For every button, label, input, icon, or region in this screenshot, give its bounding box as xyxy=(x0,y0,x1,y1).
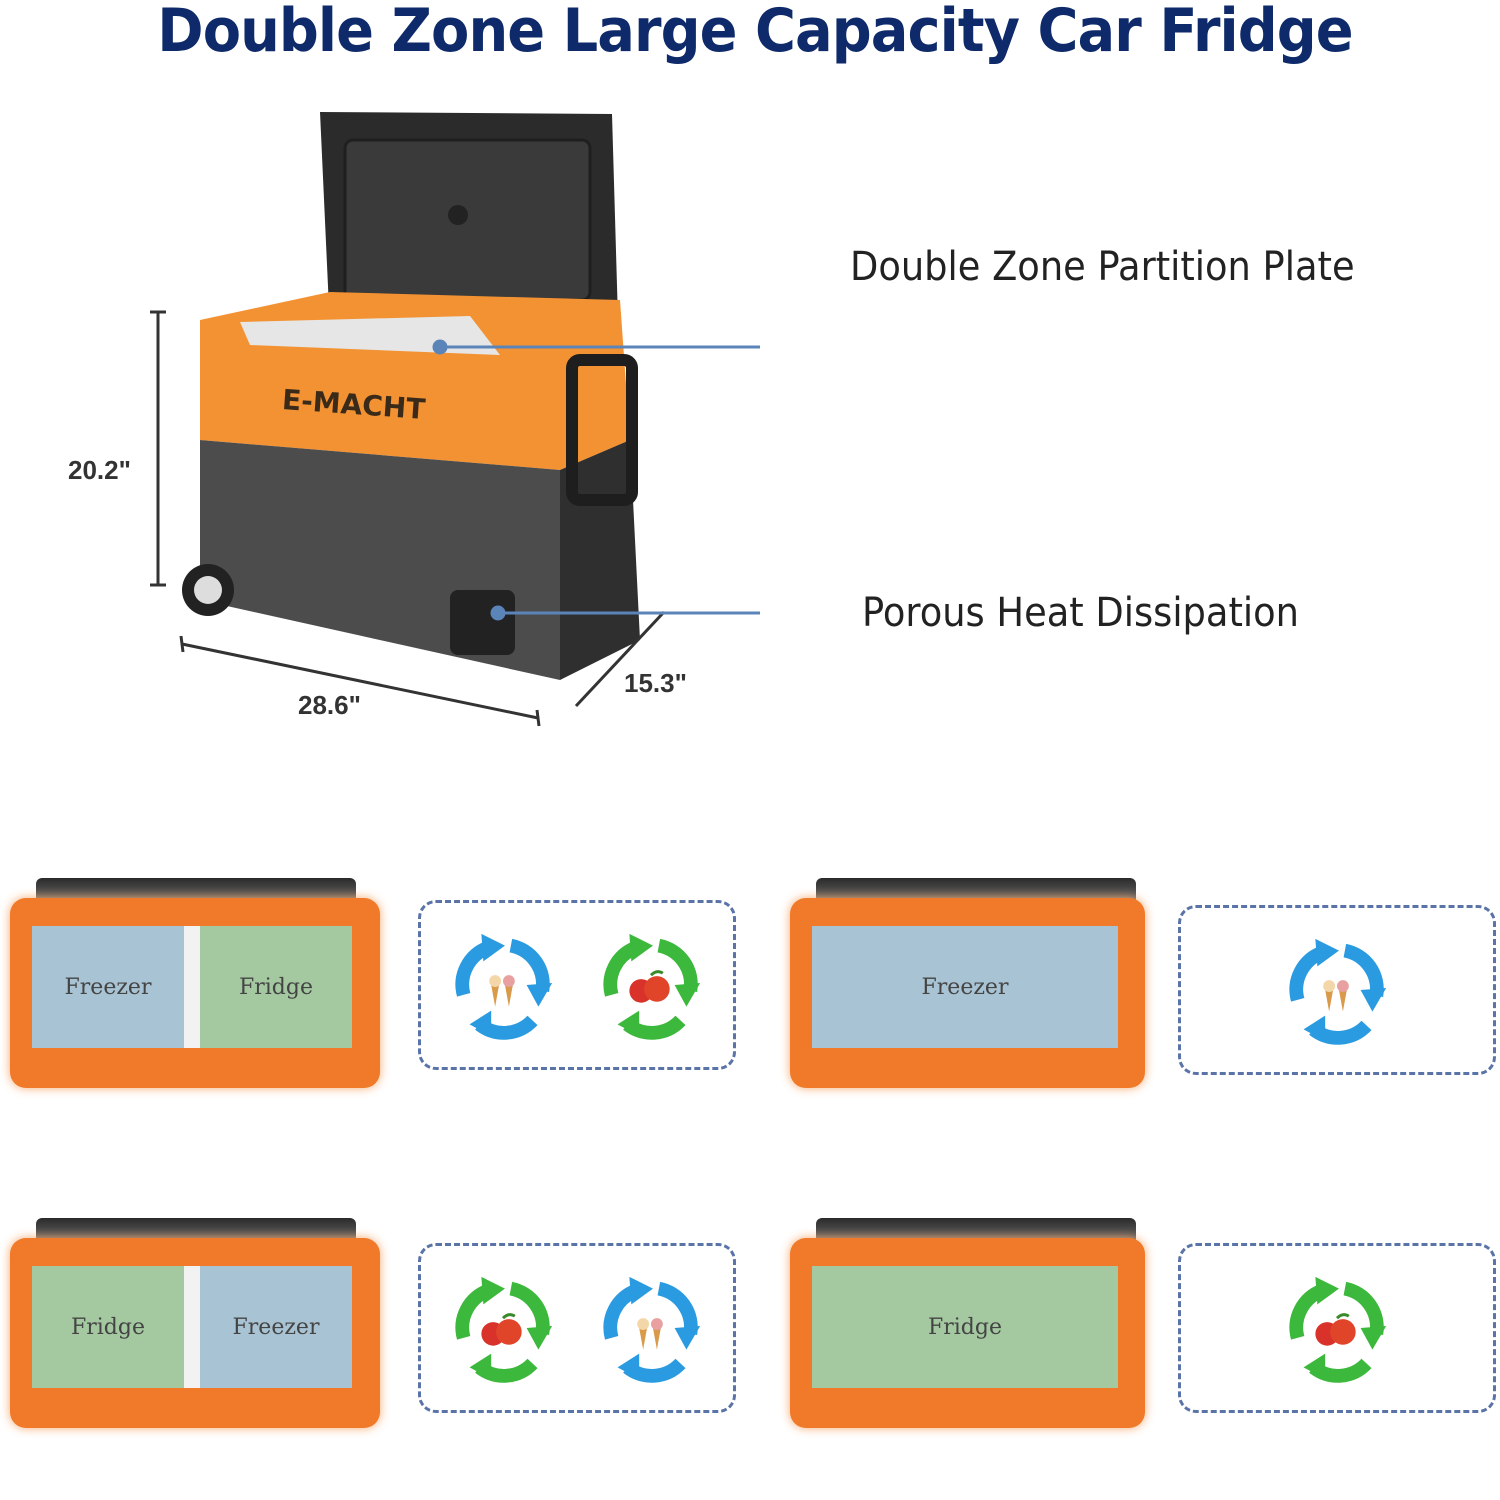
dimension-lines xyxy=(150,310,666,727)
callout-partition-plate: Double Zone Partition Plate xyxy=(850,244,1355,290)
callout-lines xyxy=(432,339,760,621)
ice-cream-recycle-icon xyxy=(444,926,562,1044)
apple-recycle-icon xyxy=(1278,1269,1396,1387)
zone-fridge: Fridge xyxy=(32,1266,184,1388)
mode-box-freezer-fridge xyxy=(418,900,736,1070)
fridge-lid xyxy=(320,112,618,330)
tray-freezer-only: Freezer xyxy=(790,878,1145,1088)
tray-fridge-only: Fridge xyxy=(790,1218,1145,1428)
partition-plate xyxy=(184,1266,200,1388)
depth-dimension: 15.3" xyxy=(624,668,687,698)
length-dimension: 28.6" xyxy=(298,690,361,720)
callout-heat-dissipation: Porous Heat Dissipation xyxy=(862,590,1299,636)
mode-box-fridge-freezer xyxy=(418,1243,736,1413)
zone-freezer: Freezer xyxy=(812,926,1118,1048)
partition-plate xyxy=(184,926,200,1048)
apple-recycle-icon xyxy=(592,926,710,1044)
ice-cream-recycle-icon xyxy=(592,1269,710,1387)
zone-fridge: Fridge xyxy=(812,1266,1118,1388)
tray-freezer-fridge: Freezer Fridge xyxy=(10,878,380,1088)
height-dimension: 20.2" xyxy=(68,455,131,485)
zone-fridge: Fridge xyxy=(200,926,352,1048)
page-title: Double Zone Large Capacity Car Fridge xyxy=(157,0,1353,66)
tray-fridge-freezer: Fridge Freezer xyxy=(10,1218,380,1428)
zone-freezer: Freezer xyxy=(200,1266,352,1388)
fridge-body xyxy=(182,292,640,680)
apple-recycle-icon xyxy=(444,1269,562,1387)
mode-box-fridge xyxy=(1178,1243,1496,1413)
mode-box-freezer xyxy=(1178,905,1496,1075)
zone-freezer: Freezer xyxy=(32,926,184,1048)
fridge-illustration xyxy=(150,112,760,727)
ice-cream-recycle-icon xyxy=(1278,931,1396,1049)
